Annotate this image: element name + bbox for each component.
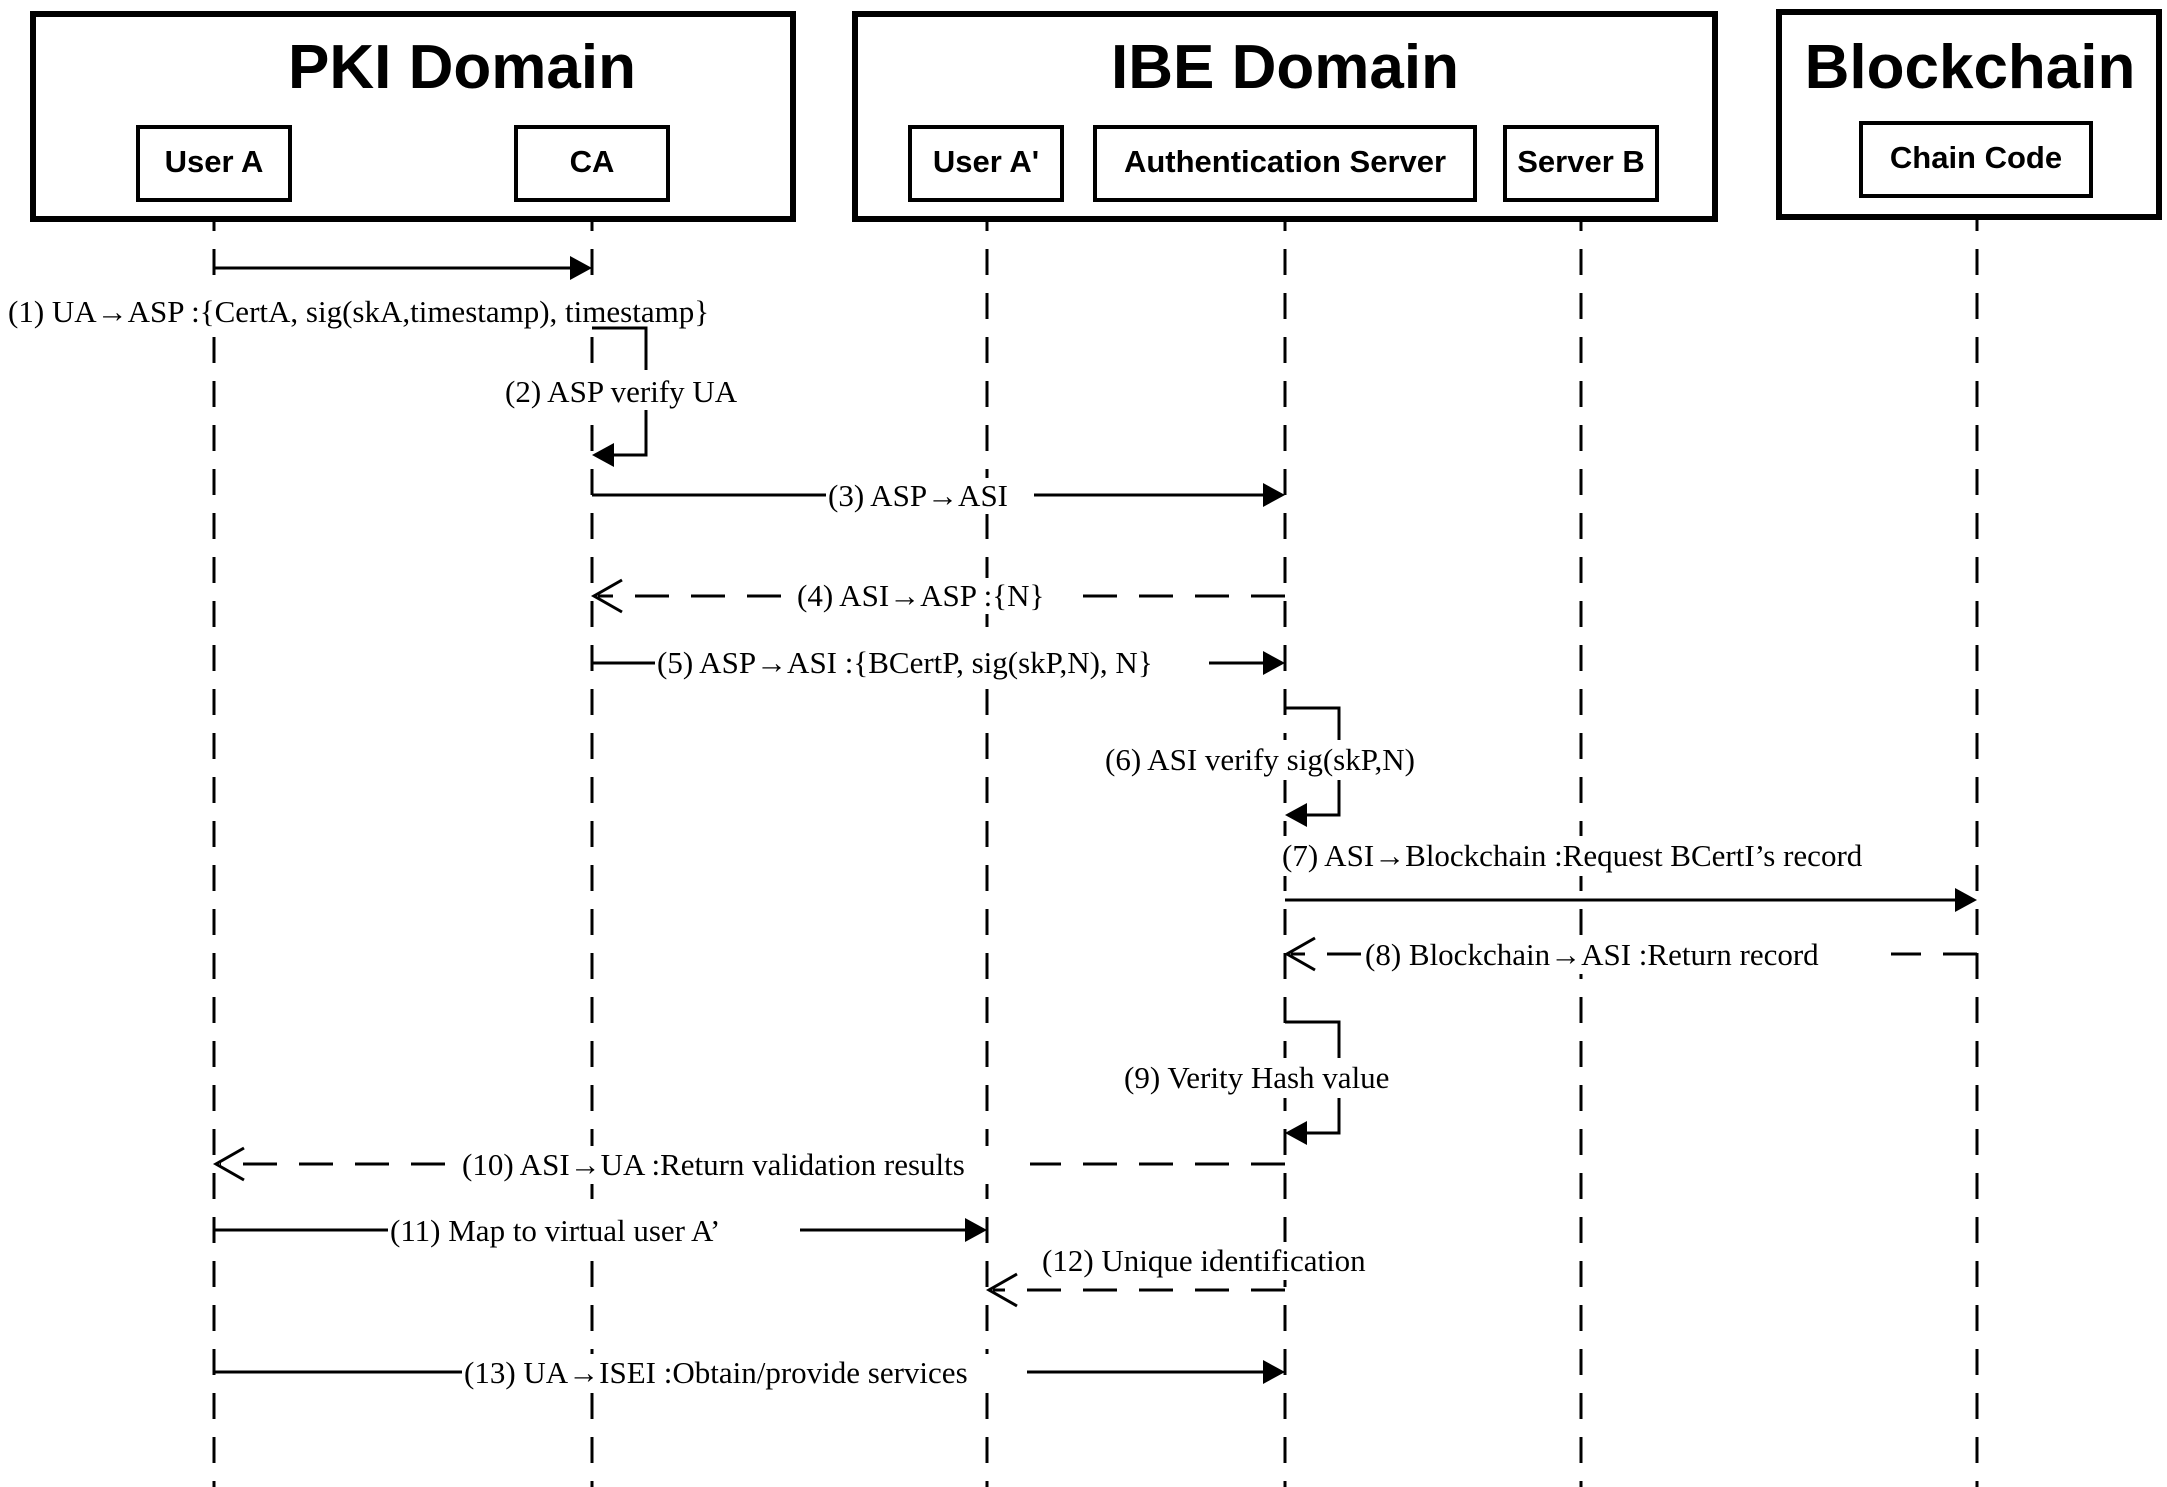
actor-label-auth-server: Authentication Server: [1124, 144, 1446, 179]
message-label-4: (4) ASI→ASP :{N}: [797, 578, 1044, 613]
actor-label-chain-code: Chain Code: [1890, 140, 2062, 175]
domain-pki: PKI Domain: [30, 11, 796, 222]
message-label-9: (9) Verity Hash value: [1124, 1060, 1389, 1095]
message-2: (2) ASP verify UA: [503, 326, 765, 467]
actor-label-ca: CA: [570, 144, 615, 179]
actor-label-server-b: Server B: [1517, 144, 1645, 179]
message-9: (9) Verity Hash value: [1122, 1020, 1448, 1145]
message-12: (12) Unique identification: [985, 1242, 1422, 1308]
message-label-5: (5) ASP→ASI :{BCertP, sig(skP,N), N}: [657, 645, 1153, 680]
actor-ca: CA: [514, 125, 670, 202]
message-1: (1) UA→ASP :{CertA, sig(skA,timestamp), …: [6, 256, 774, 330]
domain-title-blockchain: Blockchain: [1805, 33, 2136, 102]
message-3: (3) ASP→ASI: [592, 478, 1285, 514]
message-label-3: (3) ASP→ASI: [828, 478, 1008, 513]
message-6: (6) ASI verify sig(skP,N): [1103, 706, 1463, 827]
message-label-1: (1) UA→ASP :{CertA, sig(skA,timestamp), …: [8, 294, 709, 329]
message-4: (4) ASI→ASP :{N}: [590, 578, 1285, 614]
actor-user-a-prime: User A': [908, 125, 1064, 202]
message-10: (10) ASI→UA :Return validation results: [212, 1146, 1285, 1184]
message-label-11: (11) Map to virtual user A’: [390, 1213, 720, 1248]
message-11: (11) Map to virtual user A’: [214, 1212, 987, 1250]
actor-user-a: User A: [136, 125, 292, 202]
message-label-10: (10) ASI→UA :Return validation results: [462, 1147, 965, 1182]
actor-auth-server: Authentication Server: [1093, 125, 1477, 202]
message-label-13: (13) UA→ISEI :Obtain/provide services: [464, 1355, 968, 1390]
message-5: (5) ASP→ASI :{BCertP, sig(skP,N), N}: [592, 645, 1285, 681]
message-7: (7) ASI→Blockchain :Request BCertI’s rec…: [1280, 836, 1977, 912]
message-label-2: (2) ASP verify UA: [505, 374, 738, 409]
message-label-7: (7) ASI→Blockchain :Request BCertI’s rec…: [1282, 838, 1863, 873]
message-label-8: (8) Blockchain→ASI :Return record: [1365, 937, 1819, 972]
message-label-6: (6) ASI verify sig(skP,N): [1105, 742, 1415, 777]
message-label-12: (12) Unique identification: [1042, 1243, 1366, 1278]
actor-label-user-a: User A: [165, 144, 264, 179]
actor-chain-code: Chain Code: [1859, 121, 2093, 198]
actor-label-user-a-prime: User A': [933, 144, 1039, 179]
message-8: (8) Blockchain→ASI :Return record: [1283, 936, 1977, 974]
message-13: (13) UA→ISEI :Obtain/provide services: [214, 1354, 1285, 1392]
actor-server-b: Server B: [1503, 125, 1659, 202]
domain-title-pki: PKI Domain: [288, 33, 636, 102]
domain-title-ibe: IBE Domain: [1111, 33, 1459, 102]
